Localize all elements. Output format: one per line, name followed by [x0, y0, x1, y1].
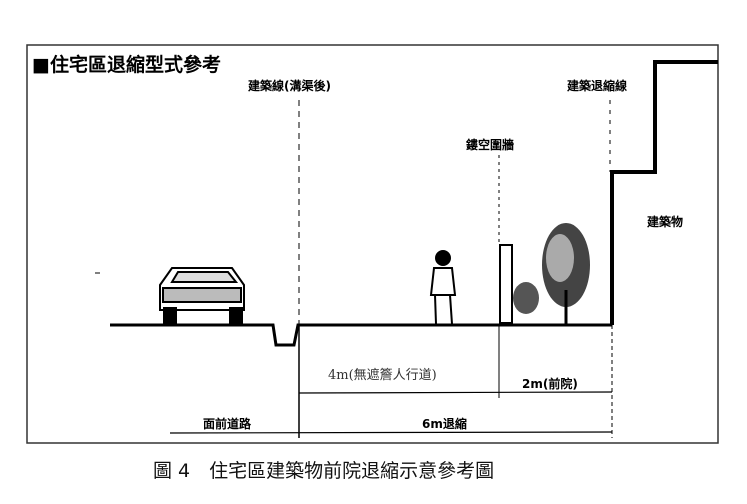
label-front-yard: 2m(前院)	[522, 377, 578, 391]
diagram-frame	[26, 44, 719, 444]
pedestrian-illustration	[429, 250, 457, 325]
label-setback-line: 建築退縮線	[567, 79, 628, 93]
diagram-title: ■住宅區退縮型式參考	[32, 54, 221, 76]
ground-line	[110, 323, 612, 347]
label-building-line: 建築線(溝渠後)	[248, 79, 331, 93]
label-sidewalk: 4m(無遮簷人行道)	[328, 368, 437, 383]
label-setback-total: 6m退縮	[422, 417, 467, 431]
dimension-line-lower	[169, 431, 613, 434]
building-outline	[610, 60, 718, 325]
figure-caption: 圖 4 住宅區建築物前院退縮示意參考圖	[153, 460, 495, 482]
label-building: 建築物	[647, 215, 684, 229]
dimension-line-upper	[298, 391, 613, 394]
car-illustration	[159, 267, 245, 325]
tree-illustration	[513, 223, 590, 324]
fence-post	[499, 244, 513, 324]
label-open-fence: 鏤空圍牆	[466, 138, 515, 152]
label-road: 面前道路	[203, 417, 252, 431]
